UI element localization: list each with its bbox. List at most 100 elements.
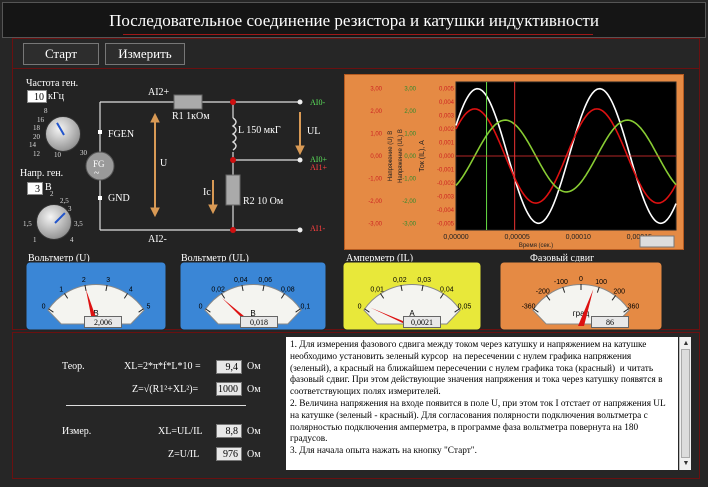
instructions-body: 1. Для измерения фазового сдвига между т… — [290, 340, 666, 457]
freq-input[interactable]: 10 — [27, 90, 47, 103]
meter-tick — [400, 284, 403, 292]
node-dot — [230, 227, 236, 233]
freq-knob[interactable] — [45, 116, 81, 152]
meter-scale-label: 200 — [613, 289, 625, 296]
xl-meas-formula: XL=UL/IL — [158, 426, 203, 437]
unit-label: Ом — [247, 361, 261, 372]
meter-scale-label: -100 — [554, 279, 568, 286]
y-tick-ul: -2,00 — [402, 199, 416, 205]
meter-tick — [262, 284, 265, 292]
volt-scale-tick: 3 — [68, 205, 72, 213]
title-bar: Последовательное соединение резистора и … — [2, 2, 706, 38]
meter-unit: А — [409, 309, 415, 318]
meter-title: Фазовый сдвиг — [530, 253, 595, 264]
resistor-r2 — [225, 174, 241, 206]
meter-tick — [220, 293, 226, 299]
y-tick-current: -0,005 — [437, 221, 455, 227]
volt-input[interactable]: 3 — [27, 182, 43, 195]
sine-icon: ~ — [94, 168, 100, 179]
unit-label: Ом — [247, 384, 261, 395]
r1-label: R1 1кОм — [172, 111, 210, 122]
terminal-dot — [297, 99, 303, 105]
y-tick-ul: 3,00 — [404, 87, 416, 93]
u-label: U — [160, 158, 168, 169]
terminal-dot — [297, 157, 303, 163]
y-tick-current: -0,002 — [437, 181, 455, 187]
theor-label: Теор. — [62, 361, 85, 372]
freq-scale-tick: 8 — [44, 107, 48, 115]
x-tick-label: 0,00000 — [443, 234, 468, 241]
inductor-l — [231, 117, 237, 151]
toolbar — [12, 38, 700, 68]
meter-scale-label: 5 — [146, 303, 150, 310]
meter-scale-label: 0,01 — [370, 286, 384, 293]
y-tick-ul: -3,00 — [402, 221, 416, 227]
meter-tick — [63, 293, 69, 299]
scroll-thumb[interactable] — [681, 349, 690, 458]
xl-theor-value: 9,4 — [216, 360, 242, 374]
meter-title: Амперметр (IL) — [346, 253, 414, 264]
meter-dial — [47, 283, 145, 325]
volt-scale-tick: 1 — [33, 236, 37, 244]
instructions-text: 1. Для измерения фазового сдвига между т… — [286, 337, 678, 470]
volt-knob[interactable] — [36, 204, 72, 240]
meter-title: Вольтметр (U) — [28, 253, 90, 264]
terminal-dot — [297, 227, 303, 233]
y-tick-ul: 2,00 — [404, 109, 416, 115]
ai0-minus-label: AI0- — [310, 98, 326, 107]
z-theor-formula: Z=√(R1²+XL²)= — [132, 384, 199, 395]
freq-scale-tick: 12 — [33, 150, 40, 158]
instructions-scrollbar[interactable]: ▲ ▼ — [679, 337, 691, 470]
freq-scale-tick: 30 — [80, 149, 87, 157]
y-tick-current: 0,004 — [439, 100, 455, 106]
meter-needle — [578, 289, 594, 326]
meter-scale-label: 3 — [106, 277, 110, 284]
freq-scale-tick: 18 — [33, 124, 40, 132]
meter-scale-label: 0,04 — [234, 277, 248, 284]
y-tick-ul: 1,00 — [404, 132, 416, 138]
series-line — [455, 119, 677, 193]
volt-scale-tick: 2 — [50, 190, 54, 198]
z-meas-formula: Z=U/IL — [168, 449, 200, 460]
meter-scale-label: 0,03 — [417, 277, 431, 284]
y-axis-label: Напряжение (U) В — [388, 131, 394, 181]
meter-tick — [48, 308, 54, 313]
fgen-pin — [98, 130, 102, 134]
volt-scale-tick: 1,5 — [23, 220, 32, 228]
ai2-minus-label: AI2- — [148, 234, 167, 245]
meter-scale-label: 360 — [628, 303, 640, 310]
meter-tick — [295, 308, 301, 313]
freq-scale-tick: 14 — [29, 141, 36, 149]
fgen-label: FGEN — [108, 129, 135, 140]
meter-unit: В — [250, 309, 255, 318]
meter-tick — [421, 284, 424, 292]
meter-unit: град — [573, 309, 590, 318]
meter-readout: 2,006 — [84, 316, 122, 328]
title-underline — [123, 34, 593, 35]
y-tick-voltage: 3,00 — [370, 87, 382, 93]
measure-button[interactable]: Измерить — [105, 43, 185, 65]
y-tick-current: -0,003 — [437, 194, 455, 200]
y-tick-current: -0,004 — [437, 208, 455, 214]
meter-scale-label: 2 — [82, 277, 86, 284]
series-line — [455, 87, 677, 225]
scroll-up-icon[interactable]: ▲ — [682, 339, 690, 347]
ai1-plus-label: AI1+ — [310, 163, 327, 172]
meter-scale-label: 100 — [595, 279, 607, 286]
meter-scale-label: 0,06 — [258, 277, 272, 284]
ai0-plus-label: AI0+ — [310, 155, 327, 164]
x-axis-label: Время (сек.) — [519, 243, 553, 249]
ic-label: Iс — [203, 187, 211, 198]
fg-label: FG — [93, 159, 105, 169]
y-tick-current: 0,000 — [439, 154, 455, 160]
graph-palette-icon — [639, 235, 675, 248]
meter-tick — [596, 286, 600, 293]
scroll-down-icon[interactable]: ▼ — [682, 459, 690, 467]
freq-scale-tick: 16 — [37, 116, 44, 124]
meter-tick — [84, 284, 87, 292]
start-button[interactable]: Старт — [23, 43, 99, 65]
meter-tick — [138, 308, 144, 313]
meter-tick — [454, 308, 460, 313]
